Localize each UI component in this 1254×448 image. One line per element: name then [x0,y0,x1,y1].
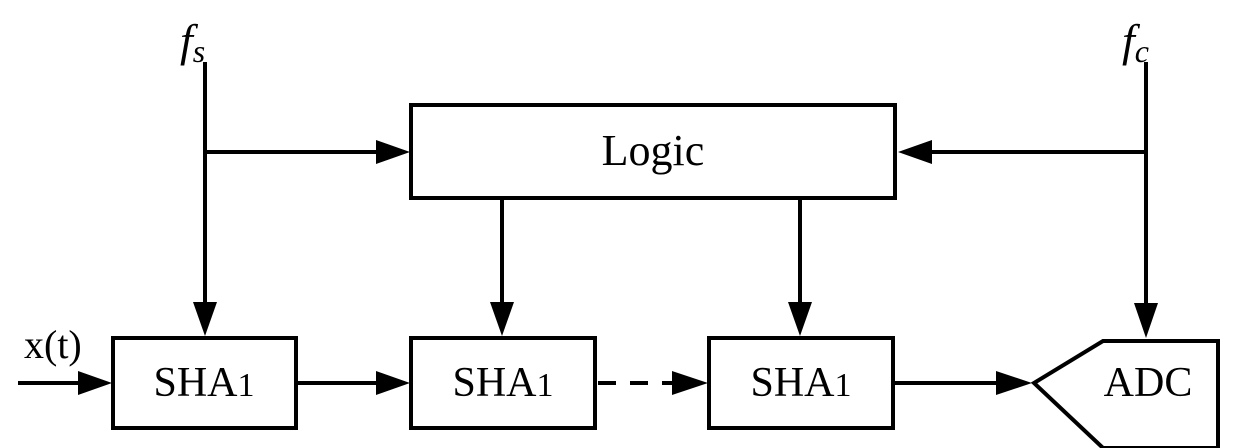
sha-block-1: SHA1 [111,336,298,430]
input-signal-label: x(t) [24,322,82,367]
adc-block-label: ADC [1104,360,1193,406]
sha1-to-sha2-wire [296,371,410,395]
sha-block-2-label: SHA1 [452,360,553,406]
sha-block-3: SHA1 [707,336,895,430]
logic-to-sha2-wire [490,198,514,336]
sha2-to-sha3-dashed-wire [598,371,708,395]
adc-block: ADC [1030,339,1220,448]
sha-block-3-label: SHA1 [750,360,851,406]
fc-to-adc-wire [1134,62,1158,338]
sha3-to-adc-wire [893,371,1032,395]
fs-to-logic-wire [205,140,410,164]
fs-to-sha1-wire [193,62,217,336]
sha-block-2: SHA1 [409,336,597,430]
sha-block-1-label: SHA1 [153,360,254,406]
input-to-sha1-wire [18,371,112,395]
logic-block: Logic [409,103,897,200]
logic-block-label: Logic [602,126,705,175]
fc-clock-label: fc [1122,15,1149,69]
fs-clock-label: fs [180,15,205,69]
fc-to-logic-wire [898,140,1146,164]
logic-to-sha3-wire [788,198,812,336]
